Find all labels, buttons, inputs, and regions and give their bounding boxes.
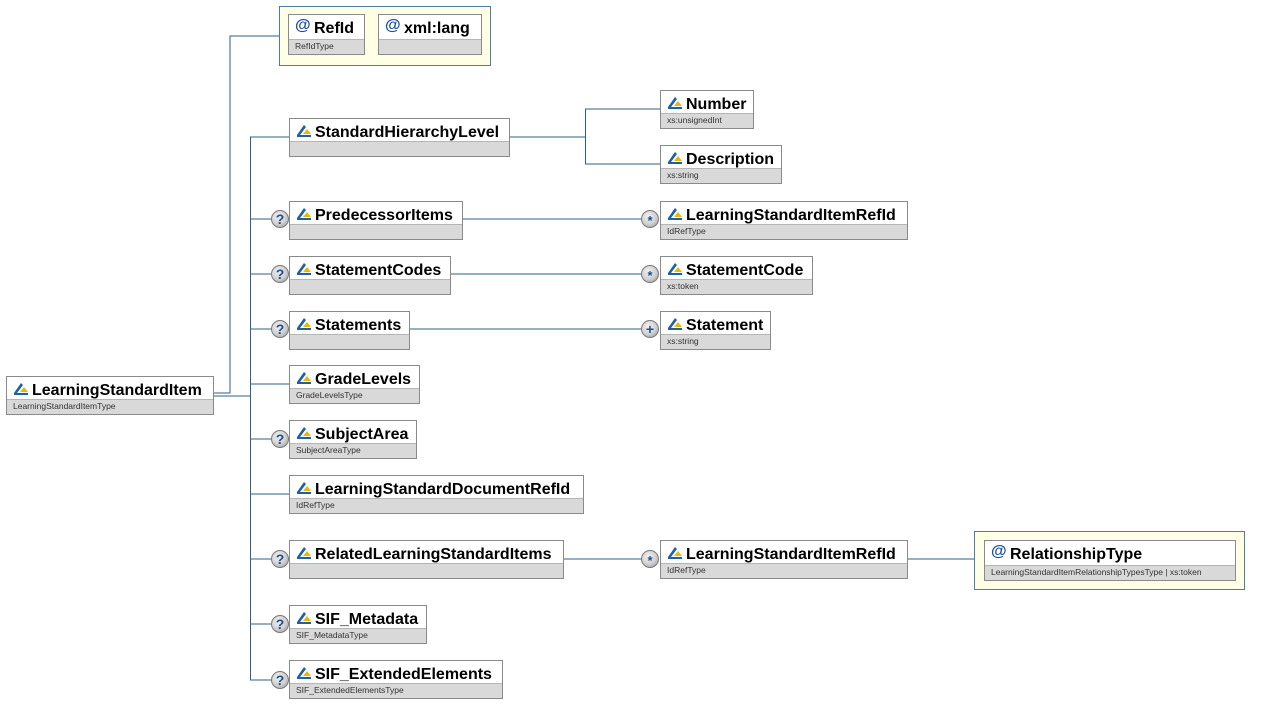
attribute-name: RelationshipType bbox=[1010, 546, 1143, 563]
optional-marker: ? bbox=[271, 615, 289, 633]
element-sif-metadata[interactable]: SIF_Metadata SIF_MetadataType bbox=[289, 605, 427, 644]
element-icon bbox=[297, 547, 311, 559]
element-name: Description bbox=[686, 151, 775, 168]
element-learning-standard-document-refid[interactable]: LearningStandardDocumentRefId IdRefType bbox=[289, 475, 584, 514]
element-name: StatementCode bbox=[686, 262, 804, 279]
element-type: SIF_ExtendedElementsType bbox=[290, 683, 502, 698]
element-number[interactable]: Number xs:unsignedInt bbox=[660, 90, 754, 129]
element-subject-area[interactable]: SubjectArea SubjectAreaType bbox=[289, 420, 417, 459]
element-icon bbox=[668, 547, 682, 559]
element-type bbox=[290, 334, 409, 349]
element-type bbox=[290, 279, 450, 294]
element-type: IdRefType bbox=[290, 498, 583, 513]
element-name: RelatedLearningStandardItems bbox=[315, 546, 552, 563]
element-related-learning-standard-items[interactable]: RelatedLearningStandardItems bbox=[289, 540, 564, 579]
element-type: xs:token bbox=[661, 279, 812, 294]
element-statements[interactable]: Statements bbox=[289, 311, 410, 350]
element-name: StandardHierarchyLevel bbox=[315, 124, 500, 141]
attribute-type: LearningStandardItemRelationshipTypesTyp… bbox=[985, 565, 1235, 580]
root-element[interactable]: LearningStandardItem LearningStandardIte… bbox=[6, 376, 214, 415]
element-type: SIF_MetadataType bbox=[290, 628, 426, 643]
element-type: IdRefType bbox=[661, 563, 907, 578]
element-name: Number bbox=[686, 96, 747, 113]
element-icon bbox=[668, 152, 682, 164]
element-icon bbox=[297, 372, 311, 384]
attribute-icon: @ bbox=[295, 17, 311, 34]
element-name: Statement bbox=[686, 317, 764, 334]
element-type: GradeLevelsType bbox=[290, 388, 419, 403]
optional-marker: ? bbox=[271, 210, 289, 228]
element-type: xs:string bbox=[661, 168, 781, 183]
element-related-learning-standard-item-refid[interactable]: LearningStandardItemRefId IdRefType bbox=[660, 540, 908, 579]
attribute-name: RefId bbox=[314, 20, 354, 37]
element-name: SIF_ExtendedElements bbox=[315, 666, 492, 683]
element-icon bbox=[668, 318, 682, 330]
element-type: LearningStandardItemType bbox=[7, 399, 213, 414]
element-icon bbox=[668, 208, 682, 220]
element-name: GradeLevels bbox=[315, 371, 412, 388]
element-name: PredecessorItems bbox=[315, 207, 453, 224]
element-type bbox=[290, 563, 563, 578]
element-sif-extended-elements[interactable]: SIF_ExtendedElements SIF_ExtendedElement… bbox=[289, 660, 503, 699]
element-type: IdRefType bbox=[661, 224, 907, 239]
element-type bbox=[290, 224, 462, 239]
repeat-marker: * bbox=[641, 210, 659, 228]
element-icon bbox=[297, 667, 311, 679]
optional-marker: ? bbox=[271, 430, 289, 448]
attribute-icon: @ bbox=[991, 543, 1007, 560]
attribute-refid[interactable]: @ RefId RefIdType bbox=[288, 14, 365, 55]
element-statement-code[interactable]: StatementCode xs:token bbox=[660, 256, 813, 295]
attribute-relationship-type[interactable]: @ RelationshipType LearningStandardItemR… bbox=[984, 540, 1236, 581]
optional-marker: ? bbox=[271, 550, 289, 568]
element-icon bbox=[297, 482, 311, 494]
element-name: SIF_Metadata bbox=[315, 611, 419, 628]
element-type: xs:unsignedInt bbox=[661, 113, 753, 128]
optional-marker: ? bbox=[271, 671, 289, 689]
element-standard-hierarchy-level[interactable]: StandardHierarchyLevel bbox=[289, 118, 510, 157]
element-type bbox=[290, 141, 509, 156]
element-name: SubjectArea bbox=[315, 426, 409, 443]
element-name: LearningStandardItemRefId bbox=[686, 546, 896, 563]
element-statement[interactable]: Statement xs:string bbox=[660, 311, 771, 350]
element-name: LearningStandardItem bbox=[32, 382, 202, 399]
element-icon bbox=[297, 612, 311, 624]
optional-marker: ? bbox=[271, 265, 289, 283]
element-type: SubjectAreaType bbox=[290, 443, 416, 458]
element-name: Statements bbox=[315, 317, 402, 334]
element-name: LearningStandardDocumentRefId bbox=[315, 481, 571, 498]
element-icon bbox=[668, 263, 682, 275]
element-description[interactable]: Description xs:string bbox=[660, 145, 782, 184]
repeat-marker: * bbox=[641, 265, 659, 283]
element-learning-standard-item-refid[interactable]: LearningStandardItemRefId IdRefType bbox=[660, 201, 908, 240]
attribute-type bbox=[379, 39, 481, 54]
repeat-marker: * bbox=[641, 550, 659, 568]
element-predecessor-items[interactable]: PredecessorItems bbox=[289, 201, 463, 240]
element-name: StatementCodes bbox=[315, 262, 442, 279]
element-statement-codes[interactable]: StatementCodes bbox=[289, 256, 451, 295]
element-icon bbox=[297, 318, 311, 330]
attribute-xml-lang[interactable]: @ xml:lang bbox=[378, 14, 482, 55]
attribute-type: RefIdType bbox=[289, 39, 364, 54]
attribute-name: xml:lang bbox=[404, 20, 470, 37]
element-name: LearningStandardItemRefId bbox=[686, 207, 896, 224]
element-icon bbox=[668, 97, 682, 109]
element-icon bbox=[297, 208, 311, 220]
repeat-marker: + bbox=[641, 320, 659, 338]
element-icon bbox=[297, 427, 311, 439]
attribute-icon: @ bbox=[385, 17, 401, 34]
element-icon bbox=[297, 125, 311, 137]
optional-marker: ? bbox=[271, 320, 289, 338]
element-icon bbox=[297, 263, 311, 275]
element-icon bbox=[14, 383, 28, 395]
element-grade-levels[interactable]: GradeLevels GradeLevelsType bbox=[289, 365, 420, 404]
element-type: xs:string bbox=[661, 334, 770, 349]
